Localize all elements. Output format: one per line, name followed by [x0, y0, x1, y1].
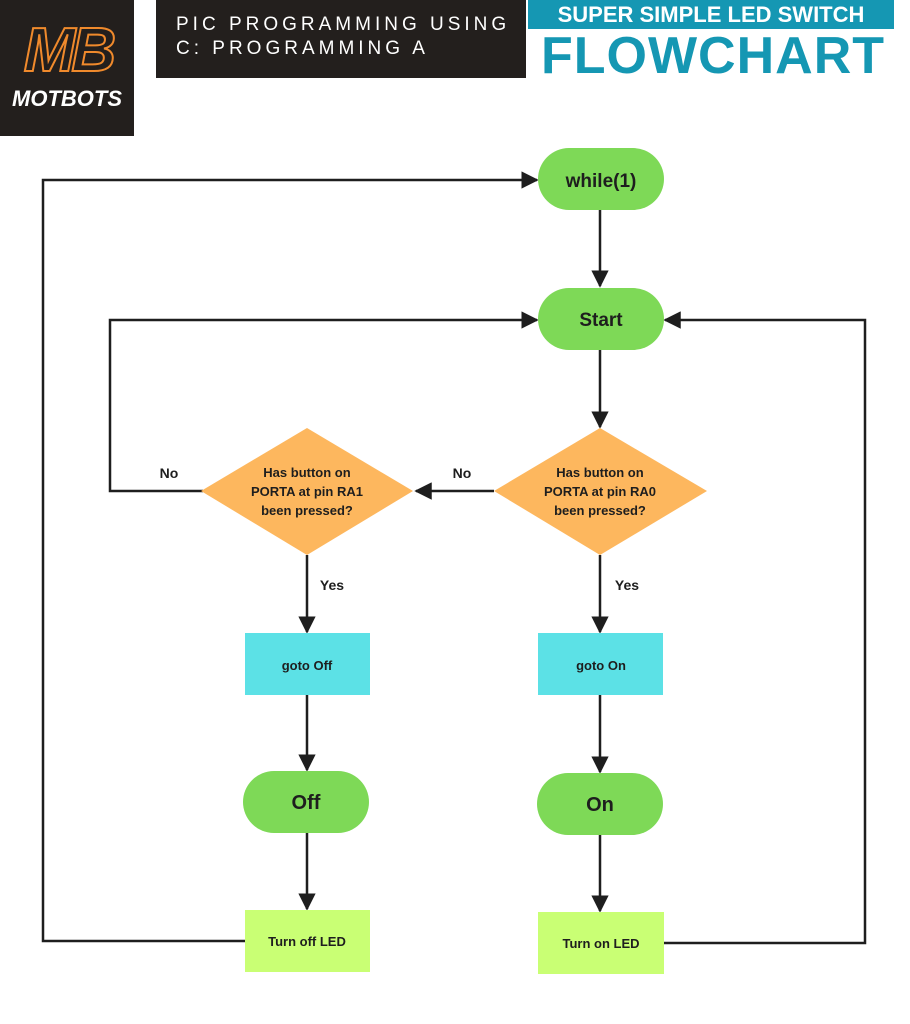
- node-while-label: while(1): [565, 171, 637, 192]
- node-on: [537, 773, 663, 835]
- decision-ra0-line-1: Has button on: [556, 465, 643, 480]
- header-subtitle: PIC PROGRAMMING USING C: PROGRAMMING A: [156, 0, 526, 78]
- node-goto-off-label: goto Off: [282, 658, 333, 673]
- node-decision-ra0: [494, 428, 707, 555]
- motbots-logo: MB MOTBOTS: [0, 0, 134, 136]
- node-start: [538, 288, 664, 350]
- node-while: [538, 148, 664, 210]
- title-top: SUPER SIMPLE LED SWITCH: [528, 0, 894, 29]
- node-decision-ra1: [201, 428, 413, 555]
- label-yes-ra0: Yes: [615, 577, 639, 593]
- subtitle-line-1: PIC PROGRAMMING USING: [176, 14, 511, 35]
- edge-turnon-start: [663, 311, 867, 945]
- decision-ra1-line-2: PORTA at pin RA1: [251, 484, 363, 499]
- logo-name: MOTBOTS: [12, 86, 122, 111]
- node-off: [243, 771, 369, 833]
- decision-ra1-line-1: Has button on: [263, 465, 350, 480]
- node-goto-on: [538, 633, 663, 695]
- logo-letters: MB: [23, 15, 117, 86]
- node-off-label: Off: [292, 792, 321, 814]
- node-goto-on-label: goto On: [576, 658, 626, 673]
- decision-ra0-line-3: been pressed?: [554, 503, 646, 518]
- node-turn-on-led: [538, 912, 664, 974]
- label-no-ra1: No: [160, 465, 179, 481]
- node-turn-off-led-label: Turn off LED: [268, 934, 346, 949]
- node-turn-on-led-label: Turn on LED: [562, 936, 639, 951]
- edge-ra1-no-loop: [108, 311, 539, 493]
- subtitle-line-2: C: PROGRAMMING A: [176, 38, 429, 59]
- title-main: FLOWCHART: [540, 27, 886, 85]
- node-on-label: On: [586, 794, 614, 816]
- decision-ra0-line-2: PORTA at pin RA0: [544, 484, 656, 499]
- label-no-ra0: No: [453, 465, 472, 481]
- node-goto-off: [245, 633, 370, 695]
- decision-ra1-line-3: been pressed?: [261, 503, 353, 518]
- edge-turnoff-while: [41, 171, 539, 943]
- label-yes-ra1: Yes: [320, 577, 344, 593]
- node-start-label: Start: [579, 310, 623, 331]
- node-turn-off-led: [245, 910, 370, 972]
